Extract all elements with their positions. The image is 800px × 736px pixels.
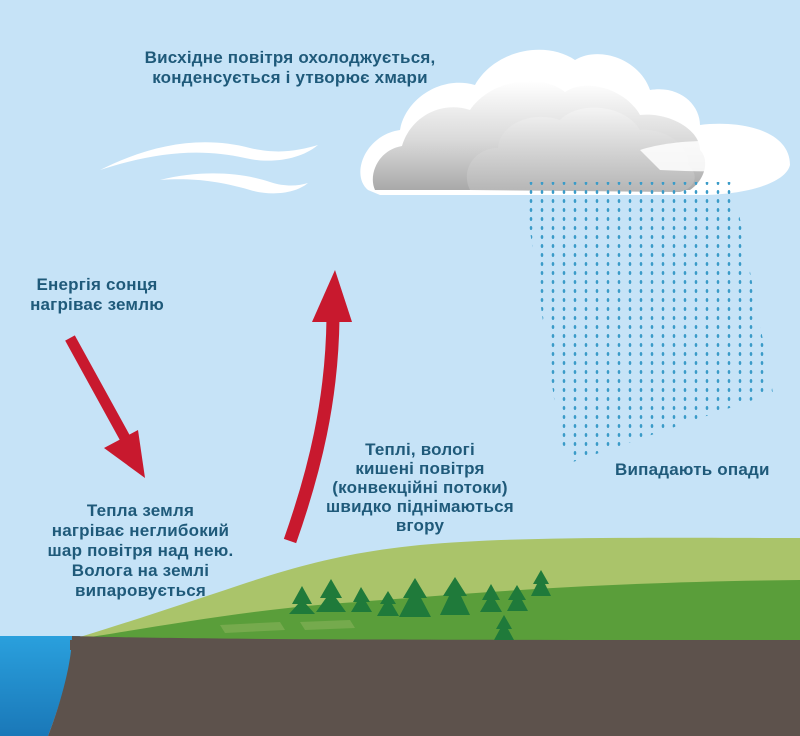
label-cloud-formation-line1: Висхідне повітря охолоджується, — [144, 48, 436, 67]
water — [0, 636, 80, 736]
label-warm-ground-line4: Волога на землі — [71, 561, 210, 580]
sun-energy-arrow — [65, 335, 145, 478]
label-warm-ground: Тепла земля нагріває неглибокий шар пові… — [18, 501, 263, 601]
label-warm-ground-line3: шар повітря над нею. — [47, 541, 234, 560]
rain-curtain — [523, 182, 773, 462]
label-precipitation: Випадають опади — [615, 460, 770, 479]
label-cloud-formation: Висхідне повітря охолоджується, конденсу… — [110, 48, 470, 88]
rising-air-arrow — [283, 270, 352, 544]
label-convection-line5: вгору — [395, 516, 445, 535]
wind-streaks — [100, 142, 318, 194]
cloud — [360, 49, 790, 195]
fields — [220, 620, 355, 633]
label-convection-line1: Теплі, вологі — [365, 440, 475, 459]
label-convection: Теплі, вологі кишені повітря (конвекційн… — [305, 440, 535, 535]
label-warm-ground-line1: Тепла земля — [86, 501, 195, 520]
label-convection-line2: кишені повітря — [355, 459, 485, 478]
label-warm-ground-line5: випаровується — [74, 581, 206, 600]
label-sun-energy-line2: нагріває землю — [30, 295, 164, 314]
earth — [48, 636, 800, 736]
label-warm-ground-line2: нагріває неглибокий — [51, 521, 230, 540]
label-cloud-formation-line2: конденсується і утворює хмари — [152, 68, 428, 87]
label-sun-energy-line1: Енергія сонця — [36, 275, 158, 294]
label-sun-energy: Енергія сонця нагріває землю — [12, 275, 182, 315]
trees — [289, 570, 551, 640]
label-convection-line4: швидко піднімаються — [326, 497, 514, 516]
label-convection-line3: (конвекційні потоки) — [332, 478, 508, 497]
